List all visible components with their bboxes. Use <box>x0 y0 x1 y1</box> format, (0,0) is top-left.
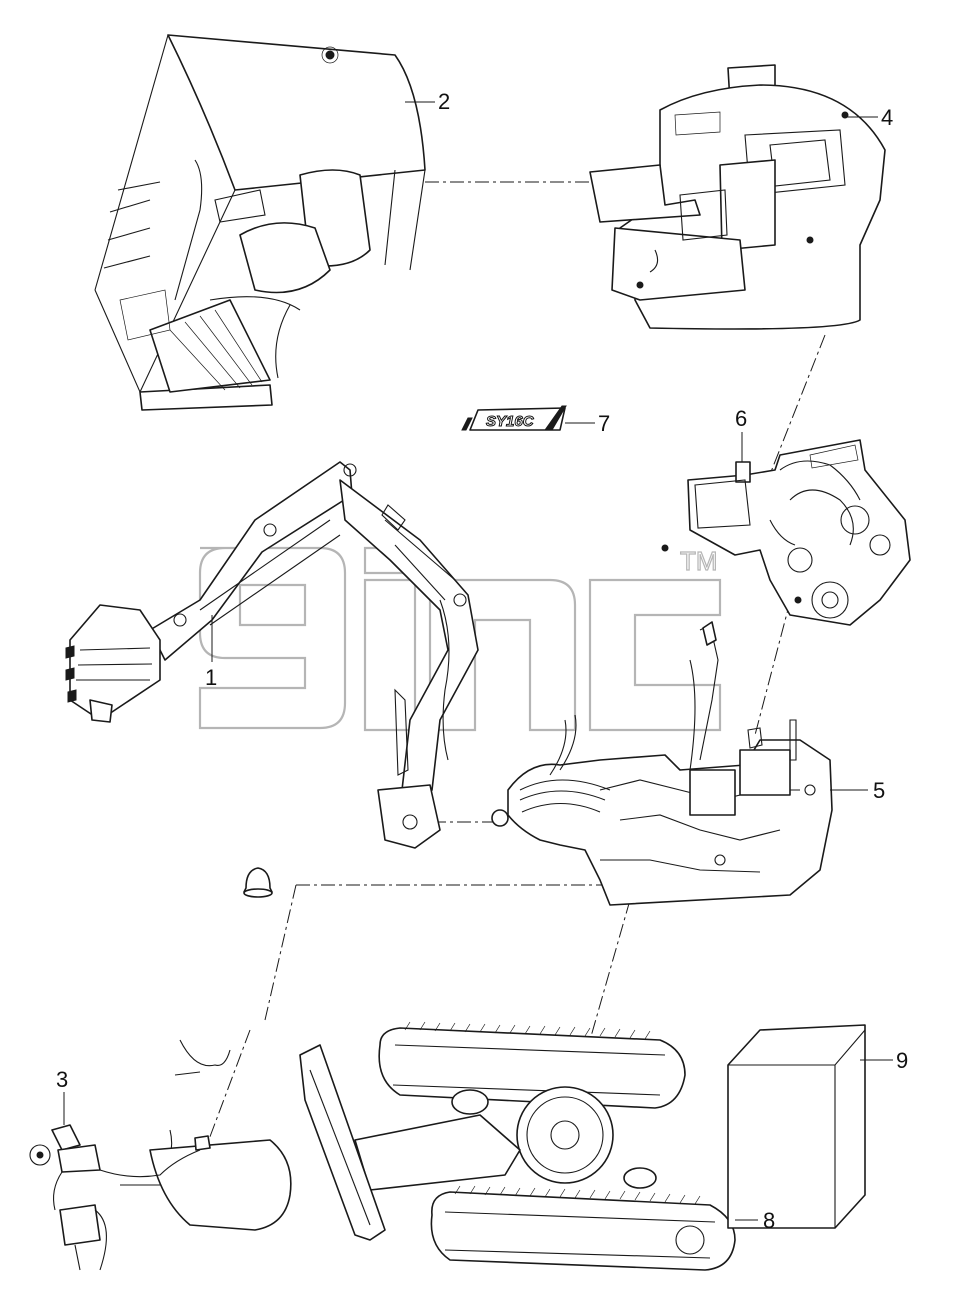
callouts: 2 4 7 6 1 5 3 9 8 <box>56 89 908 1233</box>
callout-4: 4 <box>881 105 893 130</box>
callout-8: 8 <box>763 1208 775 1233</box>
callout-9: 9 <box>896 1048 908 1073</box>
hood-cover-assembly <box>589 64 886 330</box>
boom-arm-bucket-assembly <box>65 461 509 849</box>
model-decal: SY16C <box>461 405 567 431</box>
packaging-box <box>727 1024 866 1229</box>
undercarriage-assembly <box>299 1021 736 1271</box>
callout-5: 5 <box>873 778 885 803</box>
engine-assembly <box>661 439 911 626</box>
hydraulic-valve-assembly <box>507 621 833 906</box>
callout-2: 2 <box>438 89 450 114</box>
canopy-cab-assembly <box>94 34 426 411</box>
track-treads <box>404 1021 701 1205</box>
wiring-harness-assembly <box>29 1039 292 1271</box>
decal-text: SY16C <box>486 413 535 430</box>
callout-6: 6 <box>735 406 747 431</box>
leader-lines <box>63 101 893 1221</box>
connection-lines <box>204 181 826 1151</box>
watermark: TM <box>198 545 722 732</box>
cap-part <box>243 867 273 898</box>
callout-3: 3 <box>56 1067 68 1092</box>
callout-7: 7 <box>598 411 610 436</box>
watermark-trademark: TM <box>680 546 718 576</box>
callout-1: 1 <box>205 665 217 690</box>
